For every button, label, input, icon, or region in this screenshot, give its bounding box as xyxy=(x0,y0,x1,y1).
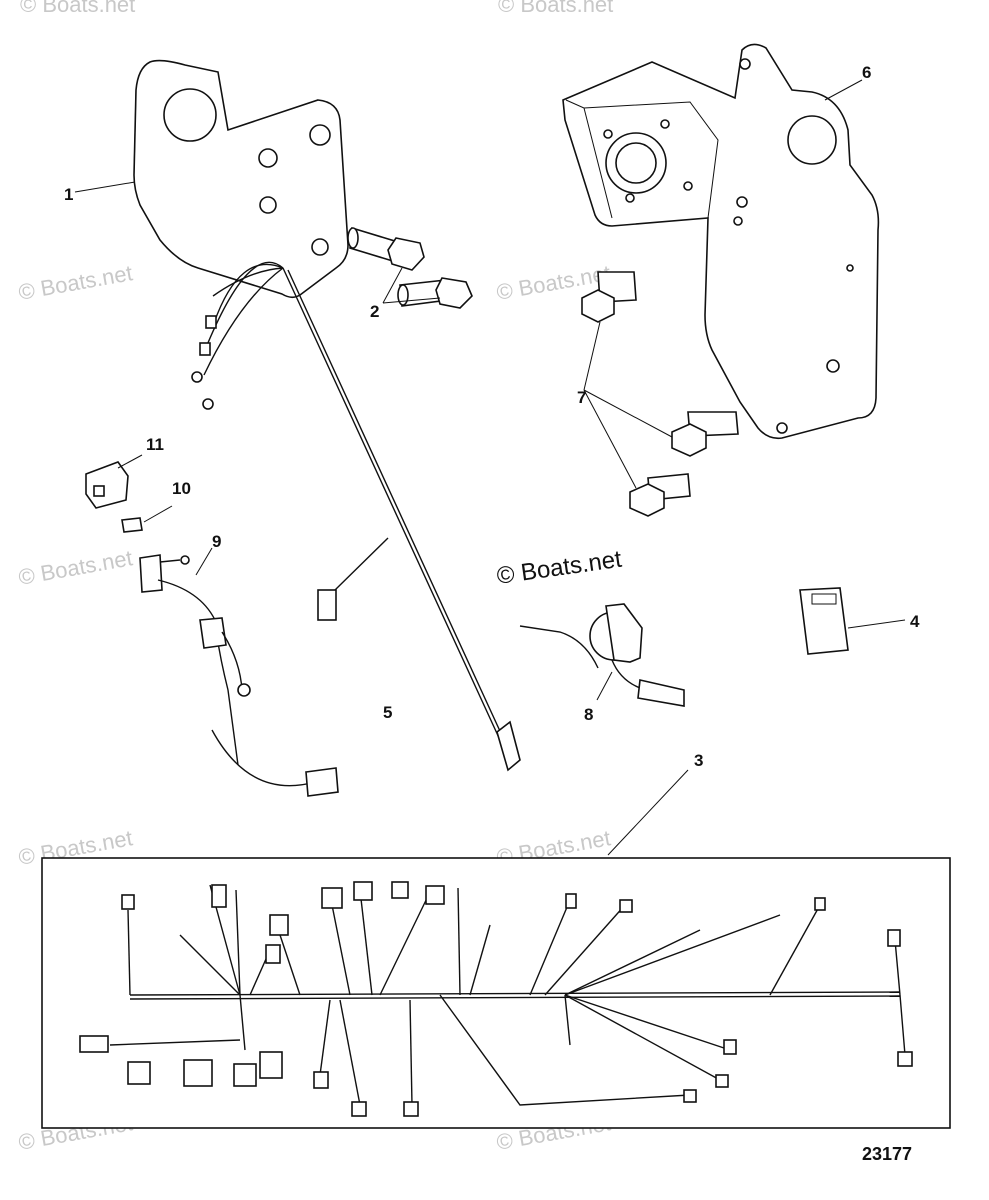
connector-part-4 xyxy=(799,587,906,655)
callout-8: 8 xyxy=(584,705,593,724)
bracket-part-6 xyxy=(562,43,880,440)
callout-7: 7 xyxy=(577,388,586,407)
sensor-part-8 xyxy=(519,603,685,707)
callout-labels: 1 2 3 4 5 6 7 8 9 10 11 xyxy=(64,63,920,770)
callout-6: 6 xyxy=(862,63,871,82)
watermark-main: © Boats.net xyxy=(495,546,624,590)
callout-4: 4 xyxy=(910,612,920,631)
callout-2: 2 xyxy=(370,302,379,321)
callout-10: 10 xyxy=(172,479,191,498)
watermark: © Boats.net xyxy=(20,0,135,17)
harness-part-3 xyxy=(41,769,951,1129)
callout-3: 3 xyxy=(694,751,703,770)
callout-5: 5 xyxy=(383,703,392,722)
watermark: © Boats.net xyxy=(17,260,135,305)
relay-part-11 xyxy=(85,454,143,509)
bolts-part-7 xyxy=(581,271,739,517)
watermark: © Boats.net xyxy=(17,545,135,590)
harness-part-5 xyxy=(191,261,521,772)
callout-1: 1 xyxy=(64,185,73,204)
figure-number: 23177 xyxy=(862,1144,912,1164)
bolts-part-2 xyxy=(347,226,473,309)
callout-11: 11 xyxy=(146,435,164,454)
watermark: © Boats.net xyxy=(498,0,613,17)
callout-9: 9 xyxy=(212,532,221,551)
harness-part-9 xyxy=(139,547,339,797)
fuse-part-10 xyxy=(121,505,173,533)
bracket-part-1 xyxy=(74,59,349,299)
